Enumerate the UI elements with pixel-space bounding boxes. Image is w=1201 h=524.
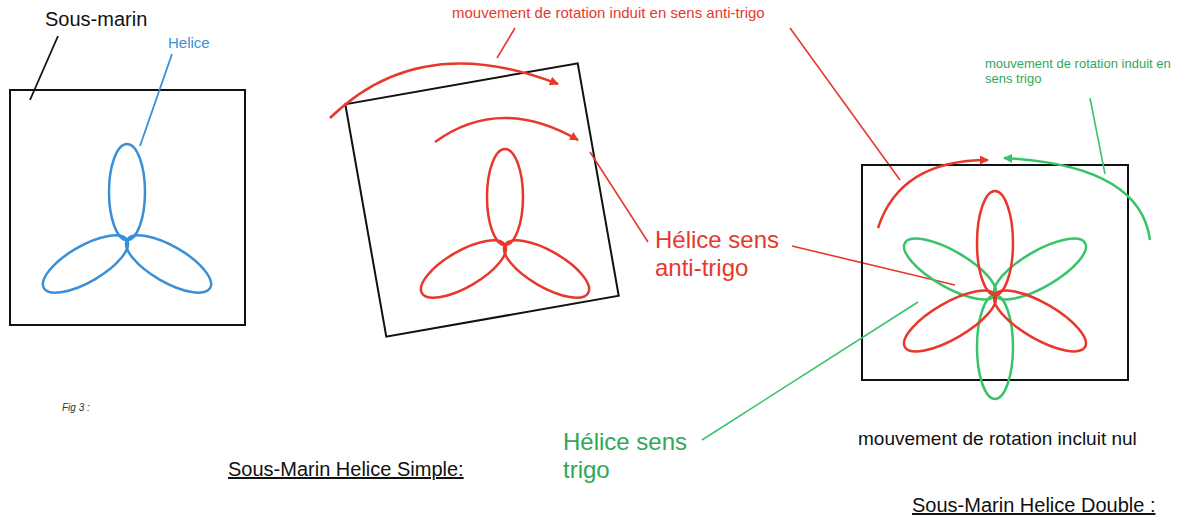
leader-line	[790, 28, 900, 180]
blue-propeller	[35, 144, 219, 304]
annotation: Hélice sens trigo	[563, 428, 703, 485]
leader-line	[1090, 98, 1105, 174]
leader-line	[30, 36, 58, 100]
subfigure-caption: Sous-Marin Helice Double :	[912, 494, 1155, 518]
green-propeller	[896, 227, 1094, 399]
rotation-arrow	[330, 63, 558, 118]
submarine-hull	[10, 90, 245, 325]
annotation: mouvement de rotation incluit nul	[858, 428, 1137, 450]
rotation-arrow	[1004, 158, 1150, 240]
figure-number: Fig 3 :	[62, 402, 90, 414]
annotation: mouvement de rotation induit en sens ant…	[452, 4, 765, 22]
annotation: Hélice sens anti-trigo	[655, 226, 805, 283]
part-name: Sous-marin	[45, 8, 147, 32]
subfigure-caption: Sous-Marin Helice Simple:	[228, 458, 464, 482]
leader-line	[702, 302, 918, 440]
rotation-arrow	[435, 118, 578, 142]
submarine-hull	[862, 165, 1128, 380]
submarine-hull	[345, 63, 618, 336]
annotation: mouvement de rotation induit en sens tri…	[985, 56, 1195, 87]
part-name: Helice	[168, 34, 210, 52]
red-propeller	[413, 149, 597, 309]
leader-line	[497, 28, 515, 58]
red-propeller	[896, 191, 1094, 363]
rotation-arrow	[878, 160, 988, 228]
leader-line	[590, 152, 648, 242]
leader-line	[140, 54, 172, 146]
